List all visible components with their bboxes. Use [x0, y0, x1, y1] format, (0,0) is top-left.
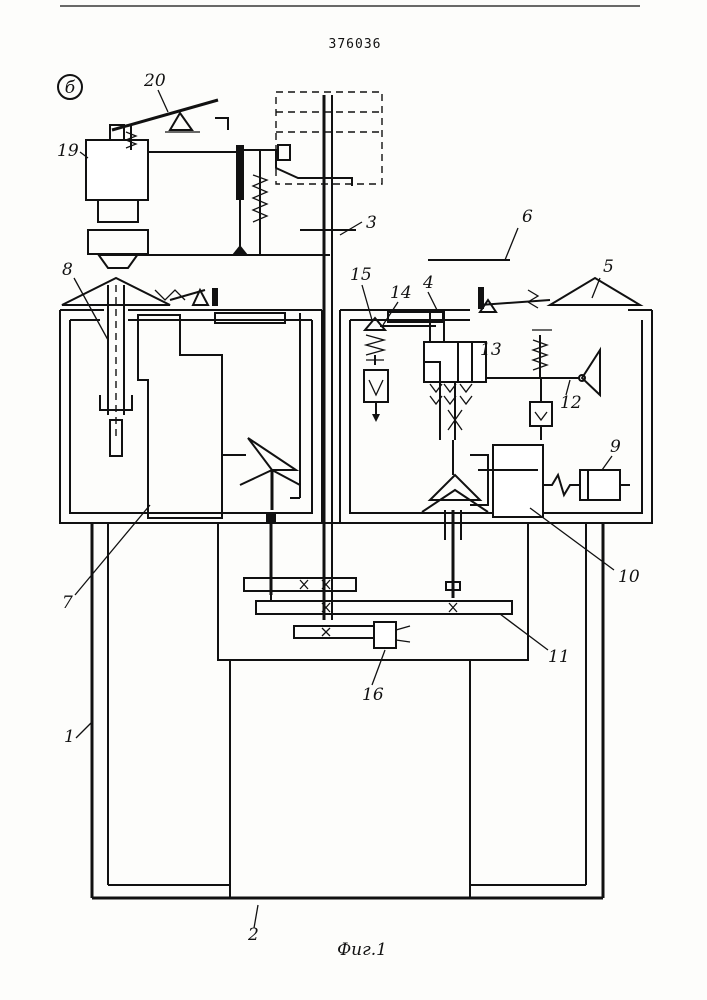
label-2: 2 [247, 925, 259, 945]
patent-number: 376036 [329, 37, 382, 52]
spindle-8 [100, 285, 132, 456]
motor-19 [86, 125, 238, 268]
frame-1 [92, 523, 603, 898]
clutch-16 [374, 622, 410, 648]
tool-head-dashed [276, 92, 382, 186]
label-11: 11 [548, 647, 570, 667]
right-cone-pulley-5 [478, 278, 640, 312]
figure-caption: Фиг.1 [337, 940, 387, 960]
label-14: 14 [390, 283, 412, 303]
label-10: 10 [618, 567, 640, 587]
unit-13 [424, 342, 486, 440]
label-20: 20 [143, 71, 166, 91]
left-cone-pulley [62, 278, 218, 306]
label-3: 3 [366, 213, 377, 233]
label-15: 15 [350, 265, 372, 285]
left-bevel-gear [240, 438, 300, 595]
lever-12 [486, 330, 600, 440]
svg-text:б: б [65, 78, 76, 98]
label-6: 6 [522, 207, 533, 227]
label-5: 5 [603, 257, 614, 277]
slide-4 [380, 312, 444, 342]
right-bevel-gear [422, 440, 488, 598]
label-12: 12 [560, 393, 582, 413]
label-19: 19 [57, 141, 79, 161]
label-9: 9 [610, 437, 621, 457]
callout-labels: 1 2 3 4 5 6 7 8 9 10 11 12 13 14 15 16 1… [57, 71, 640, 945]
label-1: 1 [64, 727, 75, 747]
pedestal-2 [230, 660, 470, 898]
view-mark: б [58, 75, 82, 99]
label-4: 4 [422, 273, 434, 293]
label-16: 16 [362, 685, 384, 705]
label-8: 8 [62, 260, 73, 280]
central-shaft-3 [300, 95, 356, 620]
left-head-unit [60, 310, 322, 523]
detent-15 [364, 318, 388, 422]
label-7: 7 [62, 593, 73, 613]
label-13: 13 [480, 340, 502, 360]
motor-9 [543, 470, 630, 500]
